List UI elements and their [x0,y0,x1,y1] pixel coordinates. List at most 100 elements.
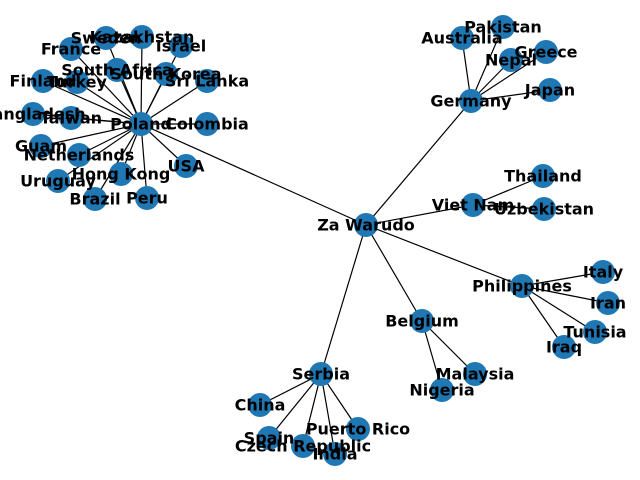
edge-serbia-spain [268,373,322,439]
node-label-thailand: Thailand [504,167,582,186]
node-malaysia [463,362,487,386]
node-czech-republic [291,434,315,458]
edge-germany-japan [470,89,551,102]
edge-philippines-iran [521,285,609,304]
node-brazil [83,187,107,211]
node-finland [31,69,55,93]
edge-layer [32,26,609,455]
node-label-bangladesh: Bangladesh [0,105,86,124]
node-pakistan [491,15,515,39]
node-peru [135,186,159,210]
node-label-pakistan: Pakistan [464,18,542,37]
node-label-germany: Germany [430,92,512,111]
node-label-taiwan: Taiwan [40,109,102,128]
edge-poland-peru [140,123,148,199]
edge-poland-turkey [76,81,142,125]
node-label-hong-kong: Hong Kong [72,165,171,184]
edge-belgium-malaysia [421,320,476,375]
node-label-poland: Poland [110,115,172,134]
edge-poland-guam [40,123,142,147]
edge-serbia-czech-republic [302,373,322,447]
node-label-czech-republic: Czech Republic [235,437,371,456]
node-label-colombia: Colombia [165,115,249,134]
edge-philippines-italy [521,271,604,287]
node-iraq [552,335,576,359]
node-label-india: India [312,445,357,464]
node-label-viet-nam: Viet Nam [432,196,515,215]
edge-serbia-india [320,373,336,455]
node-uruguay [46,169,70,193]
node-label-spain: Spain [244,429,295,448]
node-greece [534,40,558,64]
node-label-uzbekistan: Uzbekistan [494,200,594,219]
node-label-belgium: Belgium [385,312,459,331]
edge-za-warudo-serbia [320,224,367,375]
edge-poland-kazakhstan [140,36,143,125]
node-italy [591,260,615,284]
node-uzbekistan [532,197,556,221]
node-taiwan [59,106,83,130]
node-label-south-africa: South Africa [61,61,173,80]
node-south-africa [105,58,129,82]
edge-viet-nam-thailand [472,175,544,206]
node-south-korea [154,62,178,86]
node-label-france: France [41,40,101,59]
node-label-nigeria: Nigeria [409,381,474,400]
edge-germany-pakistan [470,26,504,102]
edge-za-warudo-belgium [365,224,423,322]
node-label-brazil: Brazil [69,190,120,209]
node-australia [450,26,474,50]
node-colombia [195,112,219,136]
node-spain [257,426,281,450]
node-label-serbia: Serbia [292,365,350,384]
node-guam [29,134,53,158]
node-label-turkey: Turkey [47,73,108,92]
node-label-iraq: Iraq [546,338,582,357]
node-label-guam: Guam [15,137,67,156]
node-label-nepal: Nepal [485,51,537,70]
node-za-warudo [354,213,378,237]
node-label-japan: Japan [524,81,575,100]
node-label-sweden: Sweden [71,29,142,48]
node-nepal [499,48,523,72]
node-nigeria [430,378,454,402]
node-label-finland: Finland [10,72,77,91]
node-viet-nam [461,193,485,217]
node-label-south-korea: South Korea [110,65,221,84]
node-label-kazakhstan: Kazakhstan [90,28,195,47]
node-philippines [510,274,534,298]
node-label-uruguay: Uruguay [20,172,96,191]
node-netherlands [67,143,91,167]
node-label-china: China [235,396,286,415]
node-usa [174,154,198,178]
node-tunisia [583,320,607,344]
node-puerto-rico [346,417,370,441]
node-india [323,442,347,466]
node-label-peru: Peru [126,189,168,208]
node-kazakhstan [130,25,154,49]
node-france [59,37,83,61]
edge-za-warudo-viet-nam [365,204,474,226]
node-serbia [309,362,333,386]
node-label-italy: Italy [583,263,624,282]
edge-philippines-tunisia [521,285,596,333]
node-label-puerto-rico: Puerto Rico [306,420,410,439]
node-label-greece: Greece [514,43,577,62]
node-china [248,393,272,417]
node-poland [129,112,153,136]
node-label-iran: Iran [590,294,626,313]
node-label-usa: USA [168,157,206,176]
node-label-australia: Australia [421,29,502,48]
edge-poland-sri-lanka [140,80,208,125]
edge-germany-greece [470,51,547,102]
node-israel [169,34,193,58]
node-label-israel: Israel [156,37,207,56]
node-thailand [531,164,555,188]
node-japan [538,78,562,102]
node-sweden [94,26,118,50]
node-belgium [410,309,434,333]
edge-poland-brazil [94,123,142,200]
node-label-malaysia: Malaysia [436,365,515,384]
